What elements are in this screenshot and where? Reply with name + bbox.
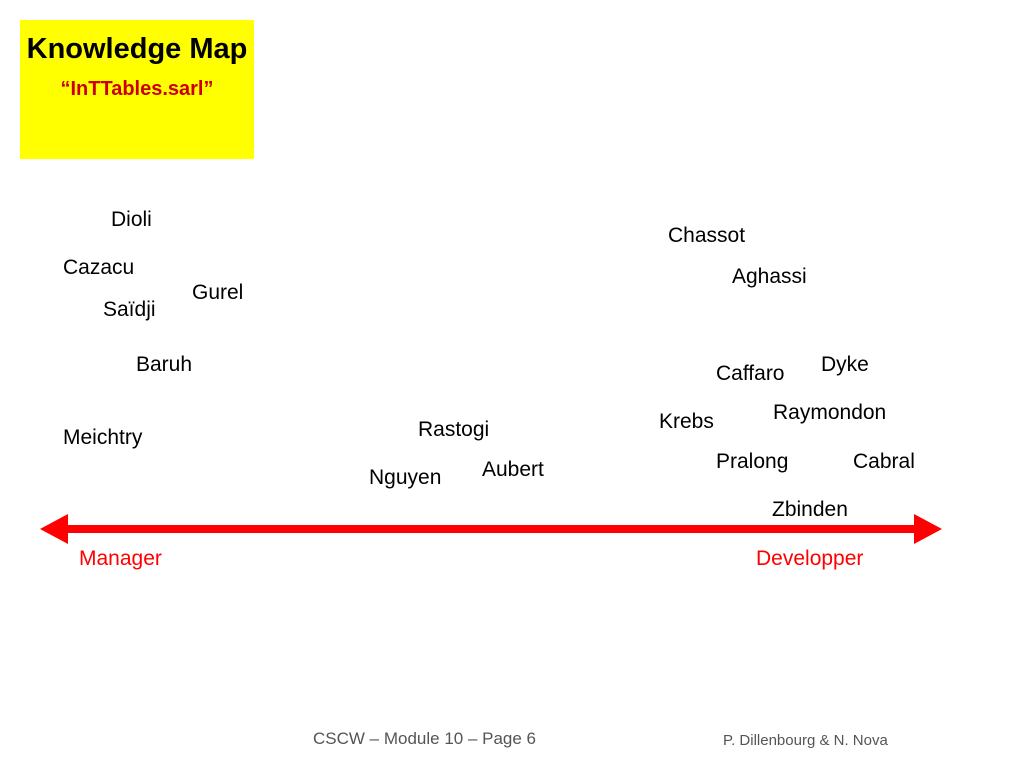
name-chassot: Chassot — [668, 224, 746, 247]
footer-author: P. Dillenbourg & N. Nova — [723, 732, 888, 749]
name-aubert: Aubert — [482, 458, 544, 481]
name-cabral: Cabral — [853, 450, 915, 473]
name-krebs: Krebs — [659, 410, 714, 433]
name-nguyen: Nguyen — [369, 466, 442, 489]
name-pralong: Pralong — [716, 450, 789, 473]
name-rastogi: Rastogi — [418, 418, 490, 441]
name-cazacu: Cazacu — [63, 256, 135, 279]
axis-label-developer: Developper — [756, 547, 864, 570]
right-arrowhead — [914, 514, 942, 544]
name-saidji: Saïdji — [103, 298, 156, 321]
name-caffaro: Caffaro — [716, 362, 785, 385]
title-box: Knowledge Map “InTTables.sarl” — [20, 20, 254, 159]
name-dyke: Dyke — [821, 353, 869, 376]
left-arrowhead — [40, 514, 68, 544]
footer-page: CSCW – Module 10 – Page 6 — [313, 729, 537, 748]
name-raymondon: Raymondon — [773, 401, 887, 424]
name-gurel: Gurel — [192, 281, 244, 304]
name-aghassi: Aghassi — [732, 265, 807, 288]
slide-subtitle: “InTTables.sarl” — [60, 78, 214, 100]
slide-title: Knowledge Map — [26, 33, 248, 65]
name-dioli: Dioli — [111, 208, 152, 231]
manager-developer-axis — [40, 514, 942, 544]
name-baruh: Baruh — [136, 353, 193, 376]
axis-line — [66, 525, 916, 533]
name-zbinden: Zbinden — [772, 498, 848, 521]
axis-label-manager: Manager — [79, 547, 162, 570]
name-meichtry: Meichtry — [63, 426, 143, 449]
